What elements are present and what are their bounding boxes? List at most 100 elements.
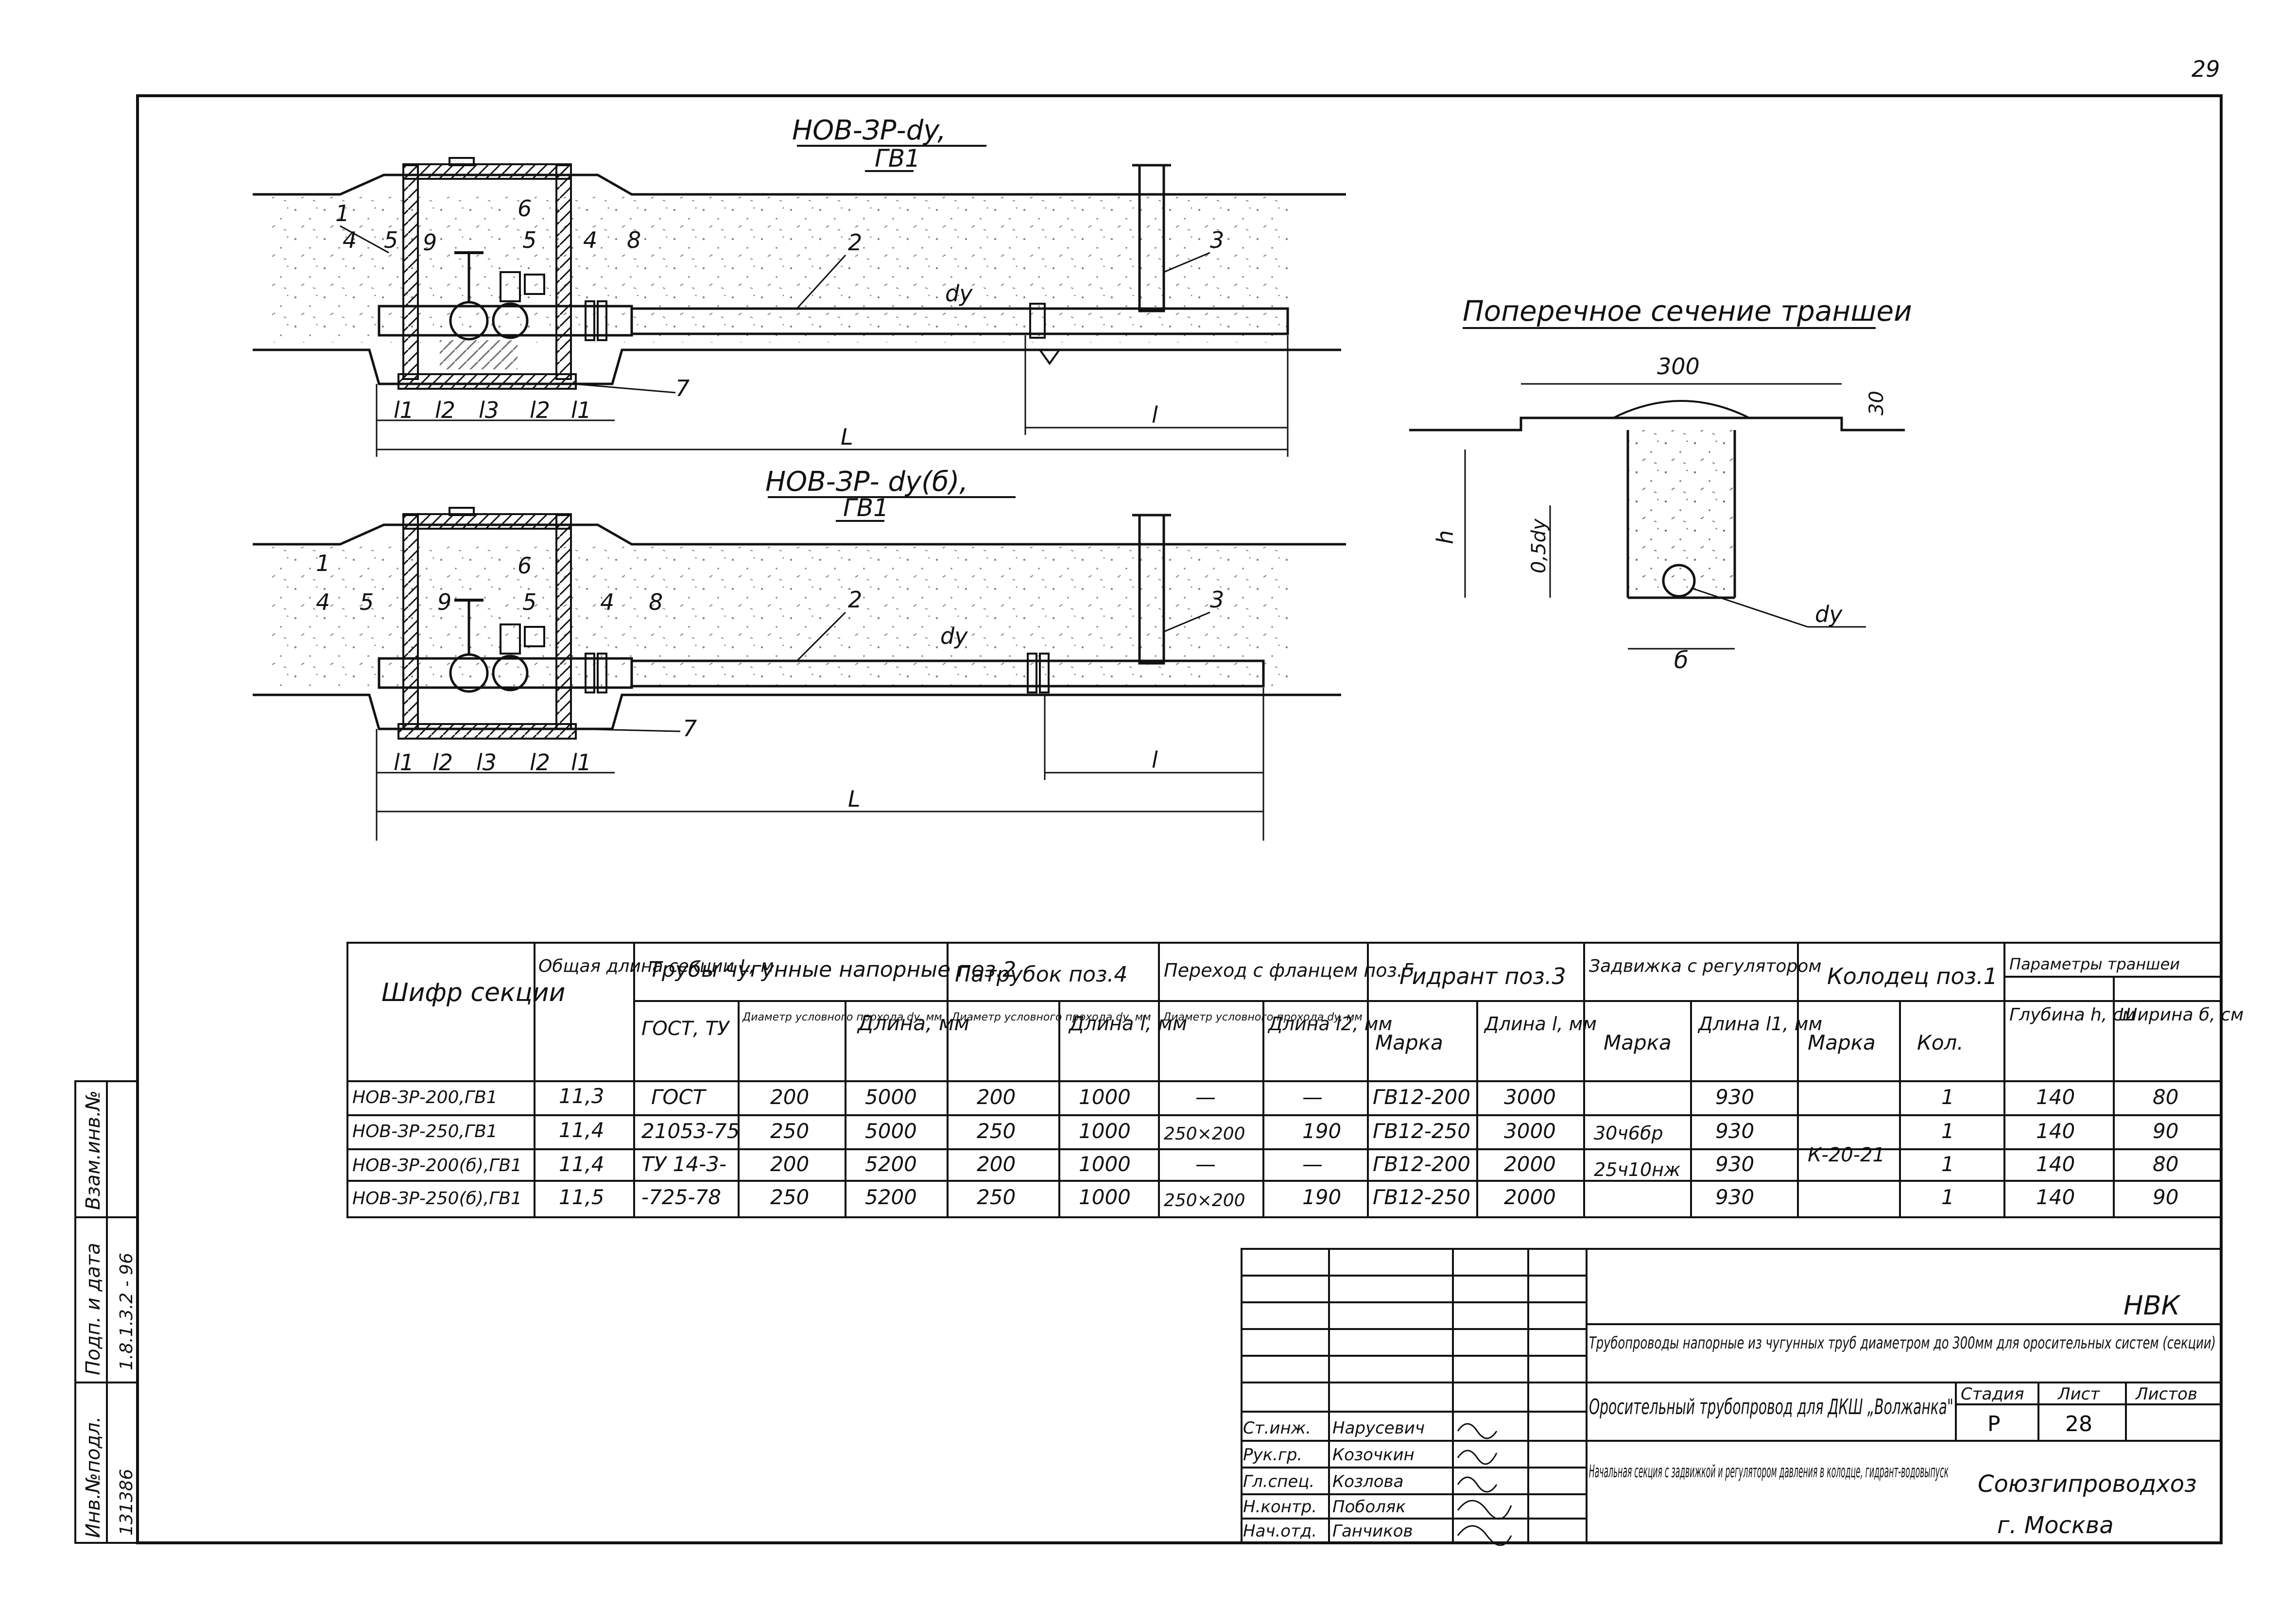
svg-text:5: 5 (522, 227, 536, 253)
svg-text:250: 250 (770, 1119, 809, 1143)
svg-text:930: 930 (1715, 1185, 1754, 1209)
svg-text:dy: dy (945, 280, 973, 307)
svg-text:5200: 5200 (865, 1152, 917, 1176)
svg-text:140: 140 (2036, 1185, 2075, 1209)
tb-role: Рук.гр. (1243, 1445, 1302, 1465)
svg-text:1: 1 (335, 200, 349, 226)
svg-text:l2: l2 (432, 749, 453, 776)
svg-text:930: 930 (1715, 1085, 1754, 1109)
hdr-kolodec: Колодец поз.1 (1827, 963, 1998, 989)
hdr-pipes-len: Длина, мм (857, 1011, 969, 1035)
svg-text:11,5: 11,5 (559, 1185, 604, 1209)
hdr-perehod-len: Длина l2, мм (1267, 1013, 1392, 1035)
zadv-mark-2: 25ч10нж (1594, 1159, 1680, 1180)
tb-org: Союзгипроводхоз (1978, 1470, 2197, 1498)
pipe-2 (630, 307, 1289, 335)
pipe-section (1662, 564, 1696, 598)
tb-sheet-h: Лист (2057, 1384, 2100, 1404)
svg-text:—: — (1302, 1085, 1323, 1109)
tb-series-title: Трубопроводы напорные из чугунных труб д… (1589, 1333, 2216, 1353)
svg-text:ГВ12-200: ГВ12-200 (1373, 1085, 1470, 1109)
tb-stage: Р (1987, 1412, 2001, 1436)
svg-text:8: 8 (649, 589, 663, 615)
svg-text:НОВ-ЗР-200(б),ГВ1: НОВ-ЗР-200(б),ГВ1 (352, 1156, 522, 1175)
svg-text:НОВ-ЗР-250(б),ГВ1: НОВ-ЗР-250(б),ГВ1 (352, 1189, 522, 1209)
tb-role: Н.контр. (1243, 1497, 1317, 1517)
tb-role: Нач.отд. (1243, 1521, 1317, 1541)
hdr-shifr: Шифр секции (381, 978, 565, 1007)
svg-text:90: 90 (2153, 1185, 2178, 1209)
svg-text:4: 4 (583, 227, 597, 253)
svg-text:4: 4 (600, 589, 614, 615)
hdr-gidrant: Гидрант поз.3 (1399, 963, 1566, 989)
cross-section-title: Поперечное сечение траншеи (1463, 294, 1912, 328)
hdr-gidrant-mark: Марка (1375, 1031, 1443, 1054)
svg-text:1: 1 (1941, 1085, 1954, 1109)
table-row: НОВ-ЗР-200(б),ГВ1 11,4 ТУ 14-3- 200 5200… (352, 1152, 2178, 1176)
svg-text:—: — (1195, 1085, 1216, 1109)
svg-text:200: 200 (977, 1152, 1016, 1176)
svg-text:1000: 1000 (1079, 1085, 1131, 1109)
svg-text:1: 1 (1941, 1152, 1954, 1176)
tb-sheet-title: Начальная секция с задвижкой и регулятор… (1589, 1462, 1949, 1482)
sheet-frame (136, 94, 2223, 1544)
hdr-patrubok-len: Длина l, мм (1068, 1013, 1187, 1035)
svg-text:1000: 1000 (1079, 1185, 1131, 1209)
table-row: НОВ-ЗР-250,ГВ1 11,4 21053-75 250 5000 25… (352, 1118, 2178, 1144)
svg-text:L: L (848, 786, 861, 812)
hdr-trench-width: Ширина б, см (2119, 1005, 2244, 1025)
svg-text:2000: 2000 (1504, 1185, 1556, 1209)
svg-text:ТУ 14-3-: ТУ 14-3- (641, 1152, 726, 1176)
svg-text:4: 4 (343, 227, 357, 253)
hdr-zadv-mark: Марка (1604, 1031, 1672, 1054)
title-block: НВК Трубопроводы напорные из чугунных тр… (1241, 1248, 2222, 1546)
svg-text:2: 2 (848, 229, 862, 256)
svg-text:7: 7 (683, 715, 697, 742)
zadv-mark-1: 30ч6бр (1594, 1123, 1663, 1144)
svg-text:5200: 5200 (865, 1185, 917, 1209)
drawing-1-subtitle: ГВ1 (875, 144, 920, 173)
svg-text:200: 200 (770, 1085, 809, 1109)
hdr-zadv-len: Длина l1, мм (1697, 1013, 1822, 1035)
side-stamp: Инв.№подл. Подп. и дата Взам.инв.№ 13138… (74, 1080, 138, 1544)
svg-text:9: 9 (423, 229, 437, 256)
side-stamp-label: Взам.инв.№ (82, 1090, 104, 1210)
svg-text:250×200: 250×200 (1164, 1124, 1245, 1144)
svg-text:ГВ12-250: ГВ12-250 (1373, 1185, 1470, 1209)
svg-text:l2: l2 (435, 397, 455, 423)
well-chamber (397, 157, 577, 390)
drawing-2: НОВ-ЗР- dy(б), ГВ1 (253, 466, 1346, 841)
svg-text:6: 6 (518, 553, 532, 579)
svg-text:200: 200 (977, 1085, 1016, 1109)
drawing-1-title: НОВ-ЗР-dy, (792, 115, 946, 146)
svg-text:90: 90 (2153, 1119, 2178, 1143)
kolodec-mark: К-20-21 (1808, 1144, 1885, 1166)
hdr-gidrant-len: Длина l, мм (1484, 1013, 1597, 1035)
svg-text:l3: l3 (479, 397, 499, 423)
tb-sheets-h: Листов (2135, 1384, 2197, 1404)
svg-text:250: 250 (977, 1119, 1016, 1143)
valve-assembly (440, 251, 545, 369)
tb-city: г. Москва (1997, 1512, 2114, 1539)
svg-text:250: 250 (770, 1185, 809, 1209)
svg-text:l: l (1152, 747, 1158, 773)
svg-text:3: 3 (1210, 587, 1224, 613)
svg-text:l1: l1 (394, 749, 414, 776)
svg-text:НОВ-ЗР-250,ГВ1: НОВ-ЗР-250,ГВ1 (352, 1122, 498, 1141)
cross-section-top: 30 (1865, 391, 1888, 415)
cross-section-bottom: б (1674, 647, 1689, 674)
svg-text:2000: 2000 (1504, 1152, 1556, 1176)
svg-text:5: 5 (384, 227, 398, 253)
svg-text:1: 1 (1941, 1185, 1954, 1209)
svg-text:190: 190 (1302, 1185, 1341, 1209)
hdr-pipes-diam: Диаметр условного прохода dy, мм (742, 1011, 942, 1023)
svg-text:НОВ-ЗР-200,ГВ1: НОВ-ЗР-200,ГВ1 (352, 1088, 498, 1107)
svg-text:4: 4 (316, 589, 330, 615)
svg-text:190: 190 (1302, 1119, 1341, 1143)
side-stamp-label: Инв.№подл. (82, 1416, 104, 1538)
svg-text:930: 930 (1715, 1152, 1754, 1176)
svg-text:—: — (1302, 1152, 1323, 1176)
page-number: 29 (2192, 56, 2220, 82)
cross-section-pipe: dy (1815, 601, 1843, 627)
hdr-perehod: Переход с фланцем поз.5 (1164, 960, 1415, 981)
